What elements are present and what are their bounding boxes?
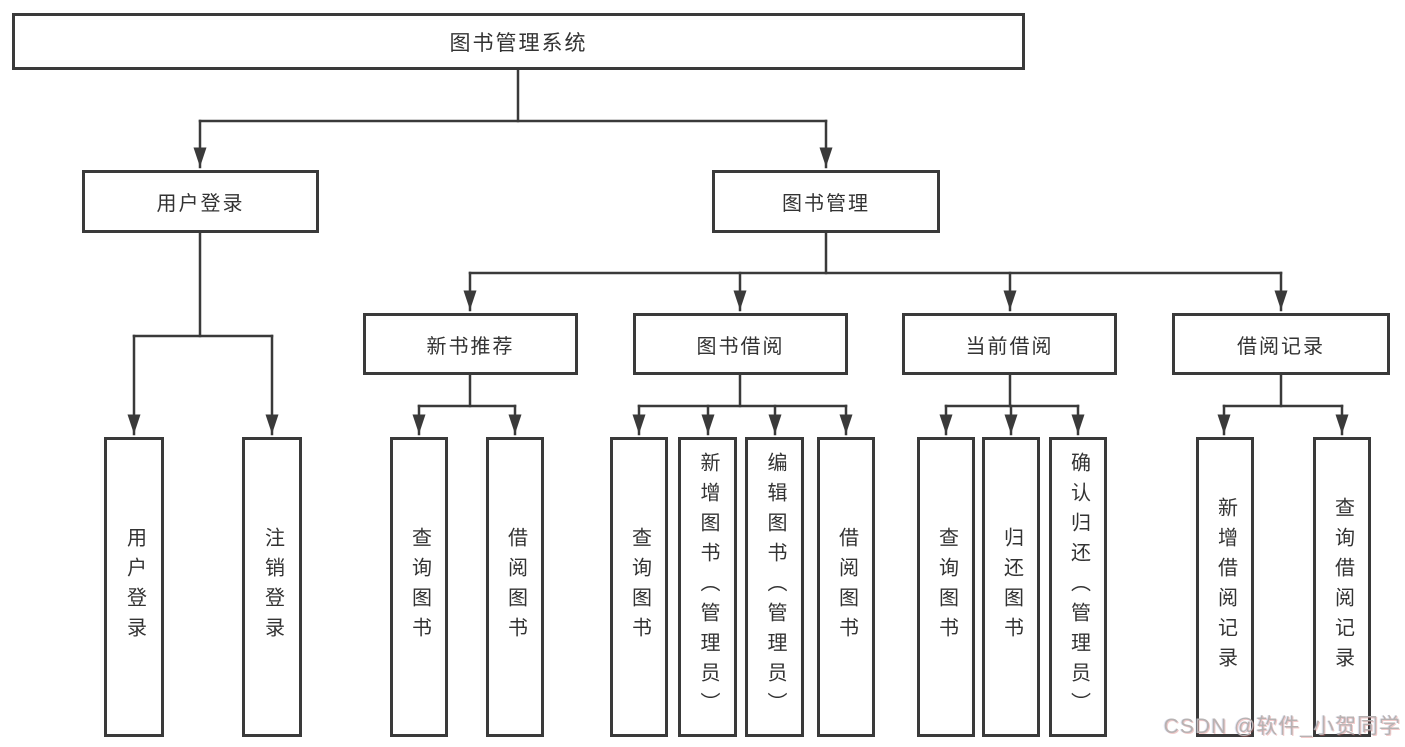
node-leaf-borrow-books-1: 借阅图书 [486, 437, 544, 737]
node-label: 查询图书 [628, 527, 651, 647]
node-leaf-logout: 注销登录 [242, 437, 302, 737]
node-new-book-recommendation: 新书推荐 [363, 313, 578, 375]
node-label: 查询图书 [408, 527, 431, 647]
node-leaf-query-books-3: 查询图书 [917, 437, 975, 737]
node-leaf-add-borrow-record: 新增借阅记录 [1196, 437, 1254, 737]
node-label: 借阅图书 [504, 527, 527, 647]
node-label: 借阅记录 [1237, 335, 1325, 358]
node-leaf-user-login: 用户登录 [104, 437, 164, 737]
node-book-borrowing: 图书借阅 [633, 313, 848, 375]
node-label: 编辑图书（管理员） [764, 452, 786, 722]
node-user-login: 用户登录 [82, 170, 319, 233]
node-label: 新书推荐 [426, 335, 515, 358]
node-label: 借阅图书 [835, 527, 858, 647]
node-leaf-edit-books-admin: 编辑图书（管理员） [745, 437, 804, 737]
node-leaf-query-books-1: 查询图书 [390, 437, 448, 737]
node-borrowing-records: 借阅记录 [1172, 313, 1390, 375]
node-label: 确认归还（管理员） [1067, 452, 1090, 722]
node-label: 查询借阅记录 [1331, 497, 1354, 677]
node-leaf-query-books-2: 查询图书 [610, 437, 668, 737]
csdn-watermark: CSDN @软件_小贺同学 [1163, 715, 1401, 738]
node-book-management-system: 图书管理系统 [12, 13, 1025, 70]
node-label: 新增图书（管理员） [697, 452, 719, 722]
node-leaf-confirm-return-admin: 确认归还（管理员） [1049, 437, 1107, 737]
node-label: 图书管理系统 [449, 31, 588, 55]
node-label: 图书借阅 [696, 335, 785, 358]
node-book-management: 图书管理 [712, 170, 940, 233]
node-label: 归还图书 [1000, 527, 1023, 647]
node-leaf-query-borrow-record: 查询借阅记录 [1313, 437, 1371, 737]
node-label: 新增借阅记录 [1214, 497, 1237, 677]
node-current-borrowing: 当前借阅 [902, 313, 1117, 375]
node-label: 当前借阅 [965, 335, 1054, 358]
node-leaf-return-books: 归还图书 [982, 437, 1040, 737]
node-label: 查询图书 [935, 527, 958, 647]
node-leaf-add-books-admin: 新增图书（管理员） [678, 437, 737, 737]
node-label: 注销登录 [261, 527, 284, 647]
node-label: 用户登录 [123, 527, 146, 647]
node-leaf-borrow-books-2: 借阅图书 [817, 437, 875, 737]
node-label: 用户登录 [156, 193, 245, 215]
node-label: 图书管理 [782, 193, 870, 215]
